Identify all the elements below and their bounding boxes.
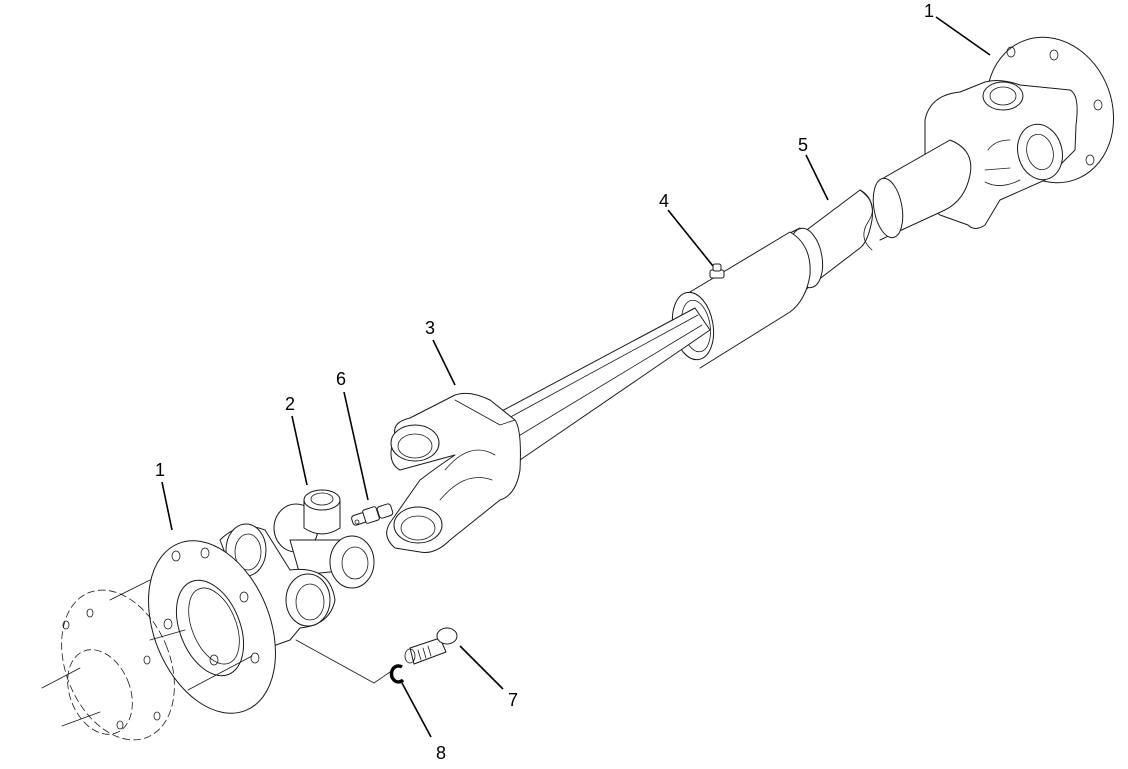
lock-washer <box>389 664 405 684</box>
grease-fitting-cross <box>351 503 394 526</box>
callout-2-journal-cross: 2 <box>285 394 296 414</box>
callout-1-front-flange-yoke: 1 <box>155 460 166 480</box>
callout-4-grease-fitting: 4 <box>659 191 670 211</box>
slip-yoke <box>386 392 521 553</box>
companion-flange-phantom <box>41 579 186 741</box>
leader-lines <box>161 16 991 738</box>
cap-screw <box>404 627 458 665</box>
callout-7-cap-screw: 7 <box>508 690 519 710</box>
callout-3-slip-yoke: 3 <box>425 318 436 338</box>
callout-1-rear-flange-yoke: 1 <box>924 1 935 21</box>
callout-5-shaft-tube: 5 <box>798 135 809 155</box>
callout-6-grease-fitting-cross: 6 <box>336 369 347 389</box>
callout-8-lock-washer: 8 <box>436 743 447 763</box>
slip-yoke-sleeve <box>671 231 811 369</box>
journal-cross <box>273 489 375 589</box>
splined-shaft <box>499 307 711 461</box>
front-flange-yoke <box>148 523 336 714</box>
assembly-guide-line <box>295 639 391 684</box>
